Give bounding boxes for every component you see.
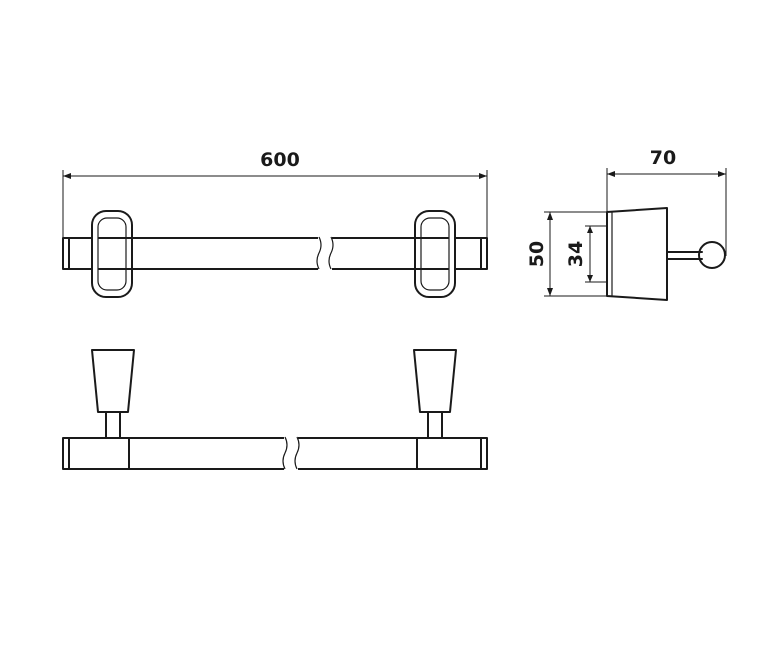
front-view-right-mount (413, 349, 457, 439)
top-view-right-bracket (414, 210, 456, 298)
top-view-break (316, 236, 334, 271)
front-view-left-mount (91, 349, 135, 439)
side-height-label: 50 (526, 241, 548, 267)
overall-length-dimension: 600 (62, 149, 488, 238)
top-view: 600 (62, 149, 488, 298)
front-view (62, 349, 488, 471)
side-view: 70 50 34 (526, 147, 727, 301)
side-height-dimension: 50 (526, 211, 607, 297)
rosette-height-label: 34 (565, 241, 587, 267)
side-depth-label: 70 (650, 147, 676, 169)
front-view-bar (62, 437, 488, 470)
top-view-bar (62, 237, 488, 270)
side-view-body (606, 207, 726, 301)
rosette-height-dimension: 34 (565, 225, 607, 283)
front-view-break (282, 436, 300, 471)
side-depth-dimension: 70 (606, 147, 727, 256)
top-view-left-bracket (91, 210, 133, 298)
overall-length-label: 600 (260, 149, 300, 171)
